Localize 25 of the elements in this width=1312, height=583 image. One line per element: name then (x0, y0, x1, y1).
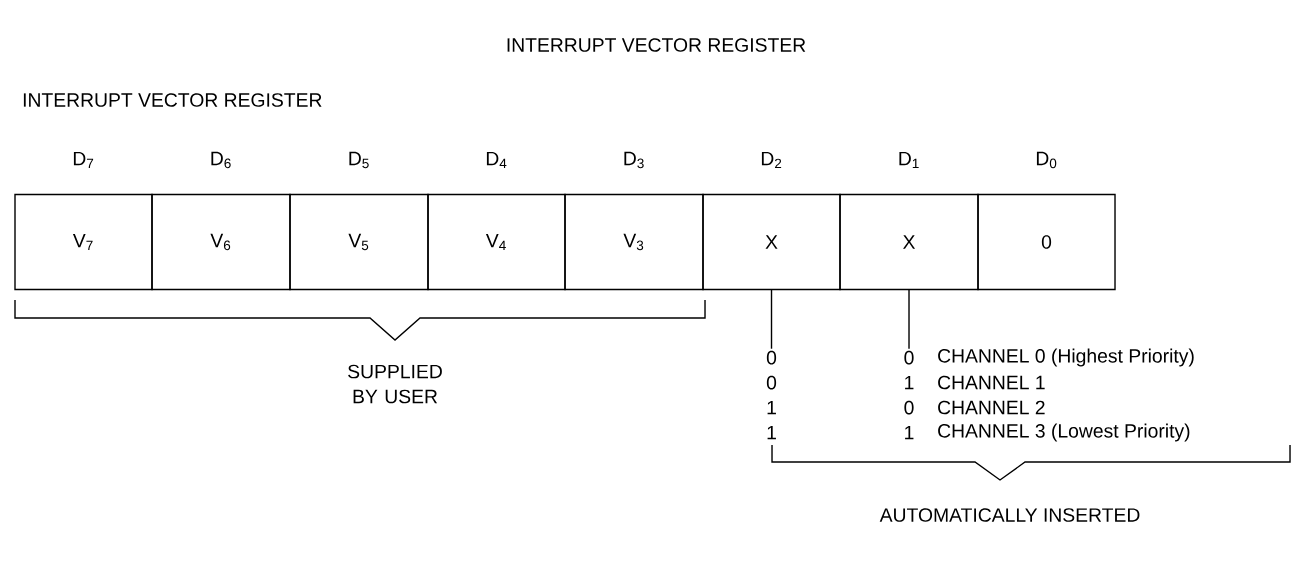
register-cell: V$_{3}$ (564, 193, 704, 291)
register-cell: X (702, 193, 841, 291)
channel-label: CHANNEL 3 (Lowest Priority) (938, 423, 1190, 442)
bit-label: D$_{3}$ (624, 151, 644, 169)
bracket-label: SUPPLIED BY USER (348, 364, 442, 404)
channel-label: CHANNEL 0 (Highest Priority) (938, 348, 1194, 367)
channel-label: CHANNEL 2 (938, 400, 1045, 415)
bit-label: D$_{5}$ (349, 151, 369, 169)
bracket-label: AUTOMATICALLY INSERTED (879, 508, 1140, 522)
channel-label: CHANNEL 1 (938, 375, 1045, 390)
title: INTERRUPT VECTOR REGISTER (507, 38, 806, 52)
register-cell: 0 (977, 193, 1116, 291)
register-cell: V$_{4}$ (427, 193, 566, 291)
connector-line (908, 289, 910, 350)
bit-column: 0 0 1 1 (766, 350, 777, 440)
bit-label: D$_{4}$ (486, 151, 507, 169)
connector-line (770, 289, 773, 350)
bit-column: 0 1 0 1 (904, 350, 914, 440)
register-cell: V$_{5}$ (289, 193, 429, 291)
subtitle: INTERRUPT VECTOR REGISTER (23, 93, 322, 107)
register-cell: X (839, 193, 979, 291)
bit-label: D$_{7}$ (73, 151, 94, 169)
register-cell: V$_{7}$ (14, 193, 153, 291)
register-cell: V$_{6}$ (151, 193, 291, 291)
bit-label: D$_{6}$ (211, 151, 231, 169)
